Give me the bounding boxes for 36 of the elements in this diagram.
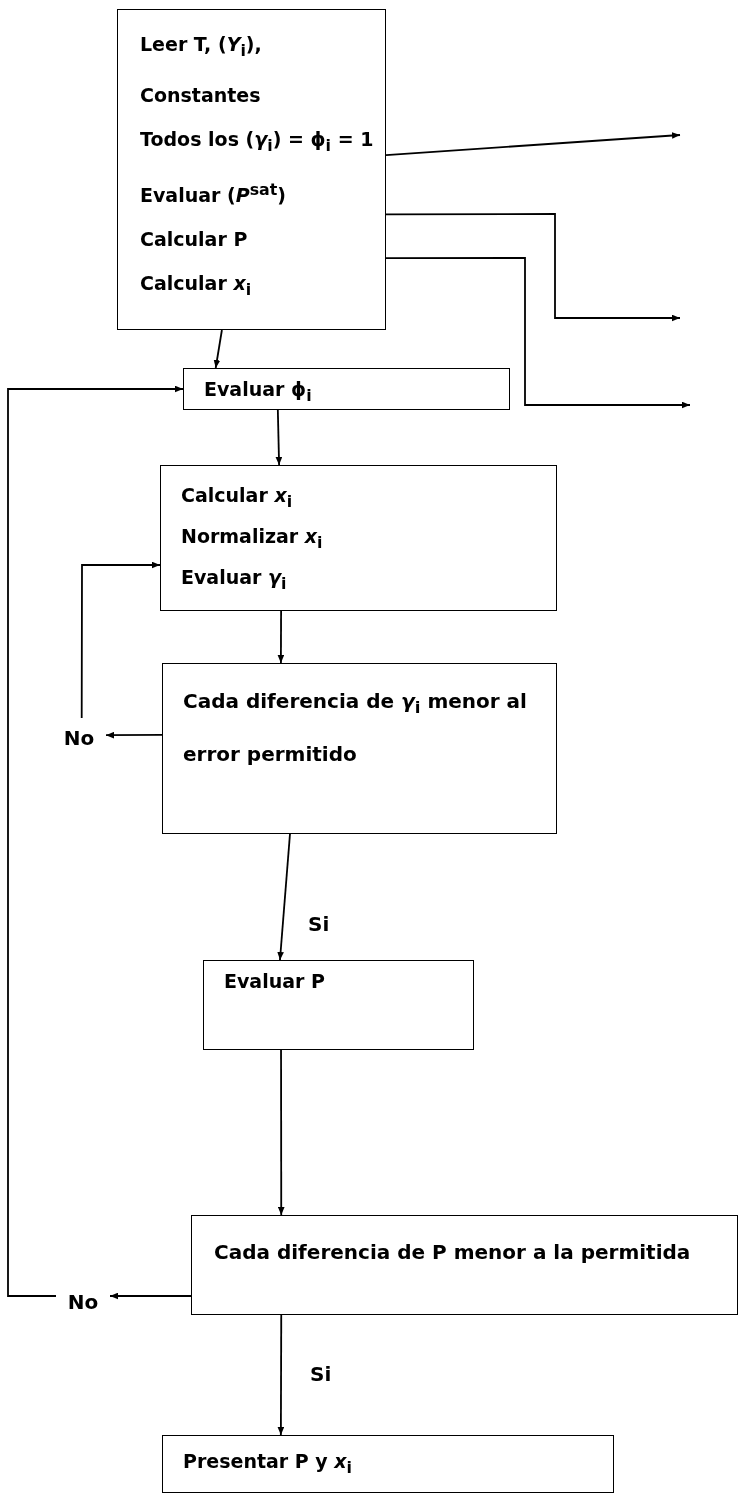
- step-text: Evaluar ϕ$_{i}$: [204, 377, 312, 407]
- arrow: [109, 1292, 192, 1300]
- step-text: Todos los (γ$_{i}$) = ϕ$_{i}$ = 1: [140, 126, 374, 157]
- process-box: [191, 1215, 738, 1315]
- arrow: [7, 385, 184, 1297]
- arrow: [277, 833, 291, 961]
- arrow: [275, 409, 283, 466]
- step-text: Leer T, (Y$_{i}$),: [140, 32, 262, 62]
- arrow: [80, 561, 161, 719]
- process-box: [183, 368, 510, 410]
- arrow: [277, 1314, 285, 1436]
- arrow: [385, 213, 681, 322]
- step-text: Calcular P: [140, 226, 248, 252]
- step-text: Presentar P y x$_{i}$: [183, 1449, 353, 1479]
- process-box: [117, 9, 386, 330]
- arrow: [277, 1049, 285, 1216]
- arrow: [385, 257, 691, 409]
- step-text: Cada diferencia de P menor a la permitida: [214, 1239, 691, 1266]
- branch-label: No: [63, 726, 95, 750]
- process-box: [160, 465, 557, 611]
- step-text: Cada diferencia de γ$_{i}$ menor al error permitido: [183, 688, 528, 768]
- step-text: Evaluar (P$^{sat}$): [140, 178, 286, 208]
- step-text: Normalizar x$_{i}$: [181, 523, 323, 554]
- arrow: [277, 610, 285, 664]
- step-text: Calcular x$_{i}$: [181, 483, 293, 513]
- step-text: Constantes: [140, 82, 261, 108]
- step-text: Calcular x$_{i}$: [140, 270, 252, 301]
- step-text: Evaluar P: [224, 969, 325, 994]
- process-box: [203, 960, 474, 1050]
- arrow: [105, 731, 163, 739]
- arrow: [213, 329, 223, 369]
- process-box: [162, 663, 557, 834]
- arrow: [385, 132, 681, 156]
- step-text: Evaluar γ$_{i}$: [181, 564, 287, 595]
- branch-label: No: [67, 1290, 99, 1314]
- process-box: [162, 1435, 614, 1493]
